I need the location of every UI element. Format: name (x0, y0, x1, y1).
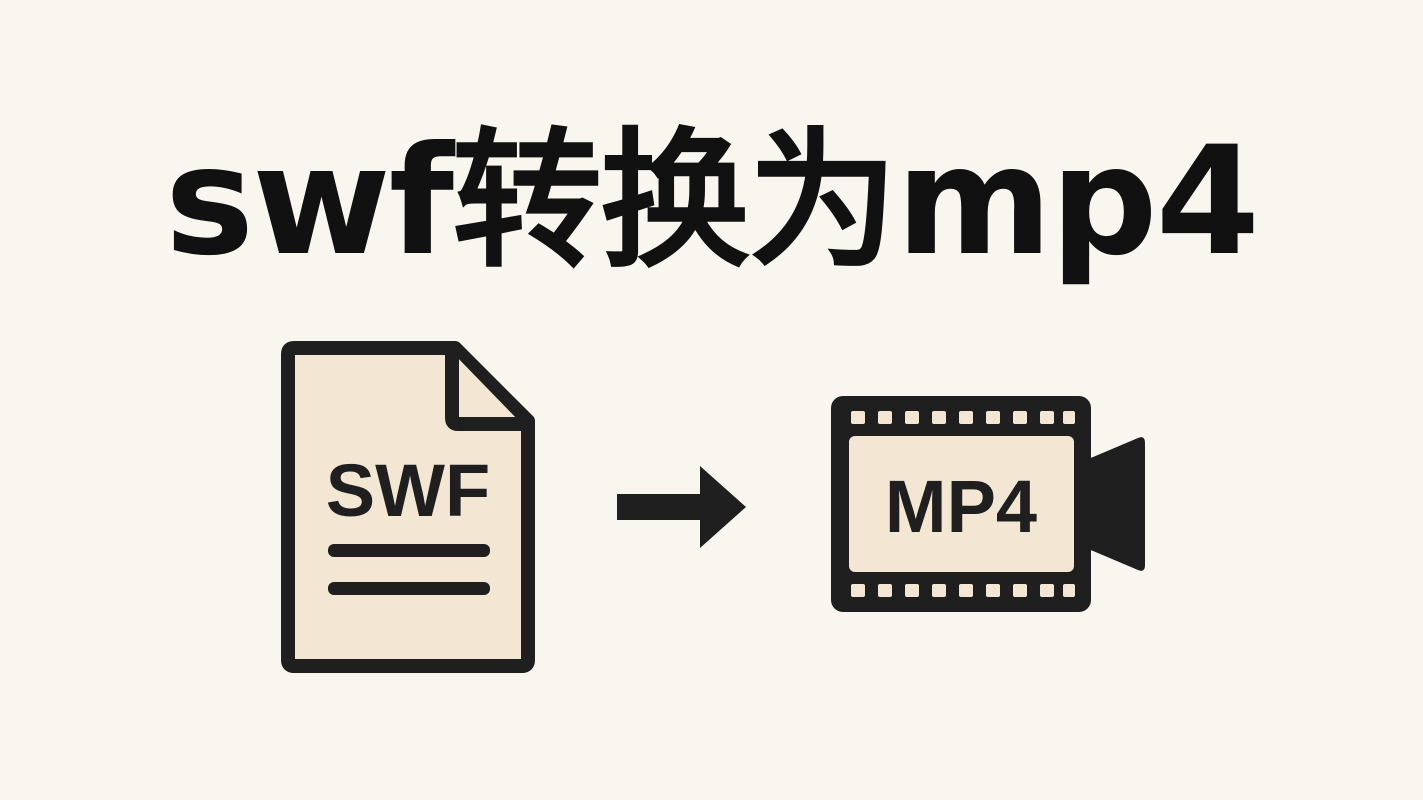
camera-lens (1086, 437, 1145, 571)
text-line-2 (328, 582, 490, 595)
video-screen (849, 436, 1074, 572)
swf-label: SWF (326, 449, 490, 532)
text-line-1 (328, 544, 490, 557)
page-title: swf转换为mp4 (164, 115, 1260, 289)
video-camera-film-icon: MP4 (831, 396, 1145, 612)
document-file-icon: SWF (281, 341, 535, 673)
film-perforations-top (851, 411, 1075, 424)
arrow-right-icon (617, 466, 746, 548)
film-perforations-bottom (851, 584, 1075, 597)
mp4-label: MP4 (885, 465, 1037, 548)
